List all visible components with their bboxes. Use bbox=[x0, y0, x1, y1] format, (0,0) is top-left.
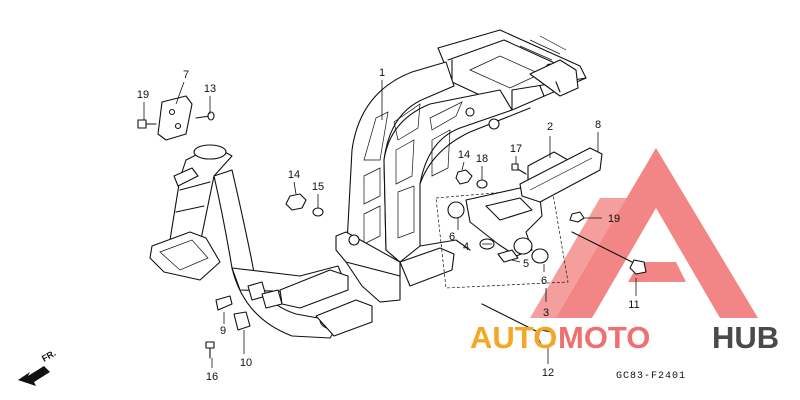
label-5: 5 bbox=[523, 258, 529, 270]
watermark-moto: MOTO bbox=[558, 320, 650, 355]
clip-9 bbox=[215, 295, 233, 311]
leader-lines bbox=[143, 80, 637, 368]
label-8: 8 bbox=[595, 119, 601, 131]
clip-10 bbox=[233, 311, 251, 331]
bolt-17 bbox=[511, 163, 527, 175]
part-labels: 1 2 3 4 5 6 6 7 8 9 10 11 12 13 14 14 15… bbox=[137, 67, 640, 383]
washer-18 bbox=[476, 179, 488, 189]
direction-label: FR. bbox=[40, 348, 58, 364]
label-14a: 14 bbox=[288, 169, 300, 181]
plate-7 bbox=[157, 95, 193, 141]
label-10: 10 bbox=[240, 357, 252, 369]
label-14b: 14 bbox=[458, 149, 470, 161]
label-11: 11 bbox=[628, 299, 639, 311]
label-13: 13 bbox=[204, 83, 216, 95]
label-17: 17 bbox=[510, 143, 522, 155]
washer-15 bbox=[312, 207, 324, 217]
front-direction-arrow: FR. bbox=[18, 348, 58, 386]
front-frame bbox=[149, 144, 373, 339]
label-12: 12 bbox=[542, 367, 554, 379]
diagram-code: GC83-F2401 bbox=[616, 371, 686, 382]
watermark-hub: HUB bbox=[712, 320, 779, 355]
bolt-11 bbox=[571, 231, 647, 275]
nut-14-right bbox=[455, 169, 473, 185]
bolt-12 bbox=[481, 303, 555, 347]
bolt-19-left bbox=[137, 119, 157, 129]
label-2: 2 bbox=[547, 121, 553, 133]
engine-hanger bbox=[447, 187, 549, 264]
label-9: 9 bbox=[220, 325, 226, 337]
label-7: 7 bbox=[183, 69, 189, 81]
label-3: 3 bbox=[543, 307, 549, 319]
screw-13 bbox=[195, 111, 215, 121]
bolt-16 bbox=[205, 341, 215, 359]
label-1: 1 bbox=[379, 67, 385, 79]
main-frame bbox=[335, 29, 587, 303]
watermark-auto: AUTO bbox=[470, 320, 557, 355]
label-16: 16 bbox=[206, 371, 218, 383]
label-6a: 6 bbox=[449, 231, 455, 243]
label-18: 18 bbox=[476, 153, 488, 165]
rubber-8 bbox=[519, 147, 603, 203]
nut-14-left bbox=[285, 193, 307, 211]
label-19a: 19 bbox=[137, 89, 149, 101]
label-19b: 19 bbox=[608, 213, 620, 225]
label-4: 4 bbox=[463, 241, 469, 253]
watermark-logo: AUTO MOTO HUB bbox=[470, 320, 779, 355]
label-6b: 6 bbox=[541, 275, 547, 287]
label-15: 15 bbox=[312, 181, 324, 193]
bolt-19-right bbox=[569, 211, 585, 223]
